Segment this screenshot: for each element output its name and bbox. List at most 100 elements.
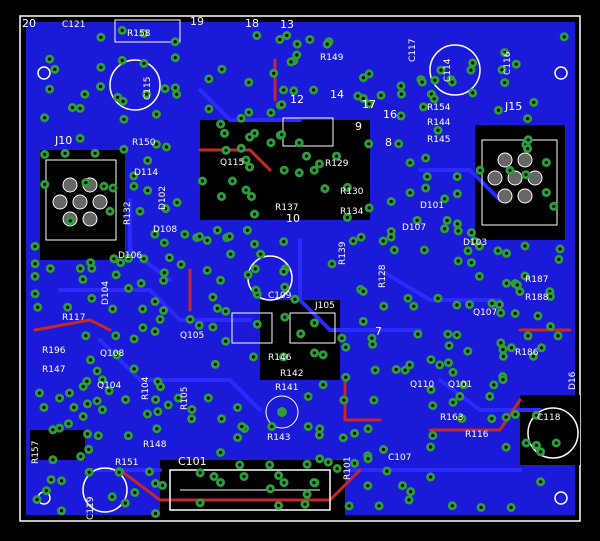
drill-hole <box>469 68 473 72</box>
drill-hole <box>154 112 158 116</box>
drill-hole <box>66 305 70 309</box>
drill-hole <box>53 67 57 71</box>
drill-hole <box>218 278 223 282</box>
drill-hole <box>70 105 74 110</box>
designator: Q107 <box>473 308 497 318</box>
drill-hole <box>188 317 192 321</box>
drill-hole <box>420 80 424 84</box>
drill-hole <box>312 321 316 325</box>
drill-hole <box>471 91 475 95</box>
drill-hole <box>98 84 103 89</box>
drill-hole <box>93 151 97 155</box>
drill-hole <box>127 286 131 290</box>
designator: D104 <box>101 281 111 305</box>
drill-hole <box>367 72 371 76</box>
drill-hole <box>51 458 55 462</box>
pad-label: 16 <box>383 108 397 121</box>
designator: C119 <box>86 496 96 520</box>
drill-hole <box>100 408 104 412</box>
drill-hole <box>252 242 257 246</box>
drill-hole <box>175 200 179 205</box>
drill-hole <box>224 148 228 152</box>
drill-hole <box>289 60 293 64</box>
designator: R147 <box>42 365 65 375</box>
drill-hole <box>450 504 454 508</box>
drill-hole <box>344 375 348 379</box>
drill-hole <box>397 142 401 146</box>
drill-hole <box>429 388 433 392</box>
drill-hole <box>197 323 201 327</box>
drill-hole <box>111 186 115 190</box>
drill-hole <box>183 232 187 236</box>
drill-hole <box>33 292 37 296</box>
drill-hole <box>385 469 389 473</box>
drill-hole <box>63 151 67 155</box>
drill-hole <box>321 383 325 387</box>
drill-hole <box>381 239 385 243</box>
designator: D106 <box>118 251 142 261</box>
designator: R154 <box>427 103 451 113</box>
drill-hole <box>283 285 287 289</box>
drill-hole <box>526 138 530 142</box>
drill-hole <box>259 252 263 256</box>
drill-hole <box>141 307 145 311</box>
designator: Q101 <box>448 380 472 390</box>
drill-hole <box>230 179 234 183</box>
drill-hole <box>407 498 411 502</box>
drill-hole <box>318 457 322 461</box>
drill-hole <box>366 457 370 461</box>
drill-hole <box>228 234 232 239</box>
drill-hole <box>114 334 118 338</box>
pad-label: 7 <box>375 325 382 338</box>
designator: J105 <box>314 301 335 311</box>
drill-hole <box>90 296 94 300</box>
drill-hole <box>415 218 419 222</box>
drill-hole <box>513 412 517 416</box>
drill-hole <box>312 168 316 172</box>
drill-hole <box>367 206 371 210</box>
drill-hole <box>379 93 383 97</box>
designator: C107 <box>388 453 411 463</box>
designator: C109 <box>268 291 292 301</box>
drill-hole <box>341 436 345 440</box>
drill-hole <box>504 281 509 285</box>
drill-hole <box>353 461 357 465</box>
drill-hole <box>207 107 211 111</box>
drill-hole <box>158 317 162 321</box>
designator: C116 <box>503 51 513 75</box>
drill-hole <box>132 174 136 178</box>
drill-hole <box>504 415 508 419</box>
drill-hole <box>141 326 145 330</box>
drill-hole <box>251 355 256 359</box>
drill-hole <box>122 117 126 121</box>
drill-hole <box>389 199 393 204</box>
drill-hole <box>120 28 124 32</box>
drill-hole <box>408 191 412 195</box>
drill-hole <box>501 354 505 358</box>
drill-hole <box>238 463 242 467</box>
drill-hole <box>156 410 160 414</box>
designator: R196 <box>42 346 66 356</box>
drill-hole <box>115 353 119 357</box>
drill-hole <box>295 53 299 57</box>
drill-hole <box>424 156 428 160</box>
drill-hole <box>66 422 71 426</box>
drill-hole <box>179 262 183 267</box>
designator: R134 <box>340 207 364 217</box>
drill-hole <box>81 277 85 281</box>
drill-hole <box>89 261 93 265</box>
drill-hole <box>242 474 246 479</box>
drill-hole <box>163 87 167 91</box>
drill-hole <box>455 303 459 307</box>
drill-hole <box>229 252 233 256</box>
designator: R143 <box>267 433 290 443</box>
drill-hole <box>48 87 52 91</box>
trimmer-r143-wiper <box>277 407 287 417</box>
drill-hole <box>514 62 518 66</box>
drill-hole <box>306 424 310 429</box>
drill-hole <box>100 378 104 382</box>
drill-hole <box>247 80 251 84</box>
drill-hole <box>479 505 483 510</box>
designator: R129 <box>325 159 349 169</box>
